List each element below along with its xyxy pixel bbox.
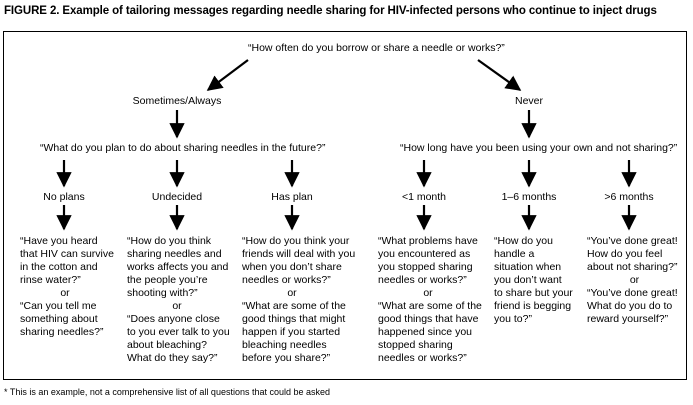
message-line: situation when bbox=[494, 261, 562, 273]
message-line: needles or works?” bbox=[242, 274, 331, 286]
message-line: “Have you heard bbox=[20, 235, 98, 247]
message-line: rinse water?” bbox=[20, 274, 81, 286]
or-separator: or bbox=[629, 274, 640, 286]
message-line: What do they say?” bbox=[127, 352, 218, 364]
or-separator: or bbox=[60, 287, 70, 299]
category-has-plan: Has plan bbox=[271, 191, 313, 203]
message-line: “What are some of the bbox=[242, 300, 346, 312]
message-line: the people you’re bbox=[127, 274, 208, 286]
message-line: something about bbox=[20, 313, 98, 325]
message-block-has-plan: “How do you think your friends will deal… bbox=[242, 235, 372, 365]
message-line: about not sharing?” bbox=[587, 261, 678, 273]
message-line: How do you feel bbox=[587, 248, 663, 260]
message-block-undecided: “How do you think sharing needles and wo… bbox=[127, 235, 242, 365]
message-line: stopped sharing bbox=[378, 339, 453, 351]
or-separator: or bbox=[423, 287, 433, 299]
message-line: “How do you think your bbox=[242, 235, 350, 247]
message-line: “How do you bbox=[494, 235, 553, 247]
message-line: handle a bbox=[494, 248, 535, 260]
category-1-6-months: 1–6 months bbox=[501, 191, 557, 203]
or-separator: or bbox=[287, 287, 297, 299]
figure-title: FIGURE 2. Example of tailoring messages … bbox=[4, 5, 657, 17]
message-line: “Does anyone close bbox=[127, 313, 220, 325]
message-line: “You’ve done great! bbox=[587, 287, 678, 299]
question-how-long: “How long have you been using your own a… bbox=[400, 142, 678, 154]
category-undecided: Undecided bbox=[151, 191, 203, 203]
message-line: happen if you started bbox=[242, 326, 341, 338]
message-line: in the cotton and bbox=[20, 261, 98, 273]
message-line: good things that have bbox=[378, 313, 479, 325]
footnote: * This is an example, not a comprehensiv… bbox=[4, 387, 331, 397]
message-line: that HIV can survive bbox=[20, 248, 114, 260]
message-block-over-6-months: “You’ve done great! How do you feel abou… bbox=[587, 235, 687, 326]
message-line: “You’ve done great! bbox=[587, 235, 678, 247]
message-line: good things that might bbox=[242, 313, 346, 325]
message-line: sharing needles?” bbox=[20, 326, 104, 338]
message-line: reward yourself?” bbox=[587, 313, 669, 325]
message-line: you stopped sharing bbox=[378, 261, 473, 273]
message-line: “What problems have bbox=[378, 235, 478, 247]
message-line: to share but your bbox=[494, 287, 573, 299]
diagram-frame bbox=[3, 31, 687, 380]
root-question: “How often do you borrow or share a need… bbox=[248, 42, 505, 54]
message-line: friend is begging bbox=[494, 300, 572, 312]
category-no-plans: No plans bbox=[43, 191, 85, 203]
message-line: bleaching needles bbox=[242, 339, 327, 351]
message-line: needles or works?” bbox=[378, 274, 467, 286]
category-less-1-month: <1 month bbox=[401, 191, 447, 203]
message-block-1-6-months: “How do you handle a situation when you … bbox=[494, 235, 589, 326]
branch-never: Never bbox=[514, 95, 543, 107]
message-line: you encountered as bbox=[378, 248, 471, 260]
question-future-plans: “What do you plan to do about sharing ne… bbox=[40, 142, 326, 154]
message-line: to you ever talk to you bbox=[127, 326, 230, 338]
message-line: What do you do to bbox=[587, 300, 673, 312]
message-line: “What are some of the bbox=[378, 300, 482, 312]
message-line: friends will deal with you bbox=[242, 248, 356, 260]
message-line: when you don’t share bbox=[242, 261, 342, 273]
message-line: happened since you bbox=[378, 326, 472, 338]
message-block-no-plans: “Have you heard that HIV can survive in … bbox=[20, 235, 130, 339]
arrow-root-to-right bbox=[477, 59, 522, 91]
message-line: “How do you think bbox=[127, 235, 212, 247]
message-line: sharing needles and bbox=[127, 248, 222, 260]
message-line: works affects you and bbox=[127, 261, 229, 273]
message-line: you to?” bbox=[494, 313, 532, 325]
branch-sometimes-always: Sometimes/Always bbox=[132, 95, 222, 107]
message-line: you don’t want bbox=[494, 274, 562, 286]
message-line: needles or works?” bbox=[378, 352, 467, 364]
arrow-root-to-left bbox=[206, 59, 249, 91]
message-line: before you share?” bbox=[242, 352, 331, 364]
message-line: shooting with?” bbox=[127, 287, 198, 299]
message-block-less-1-month: “What problems have you encountered as y… bbox=[378, 235, 493, 365]
category-over-6-months: >6 months bbox=[604, 191, 654, 203]
or-separator: or bbox=[172, 300, 182, 312]
message-line: about bleaching? bbox=[127, 339, 207, 351]
message-line: “Can you tell me bbox=[20, 300, 97, 312]
